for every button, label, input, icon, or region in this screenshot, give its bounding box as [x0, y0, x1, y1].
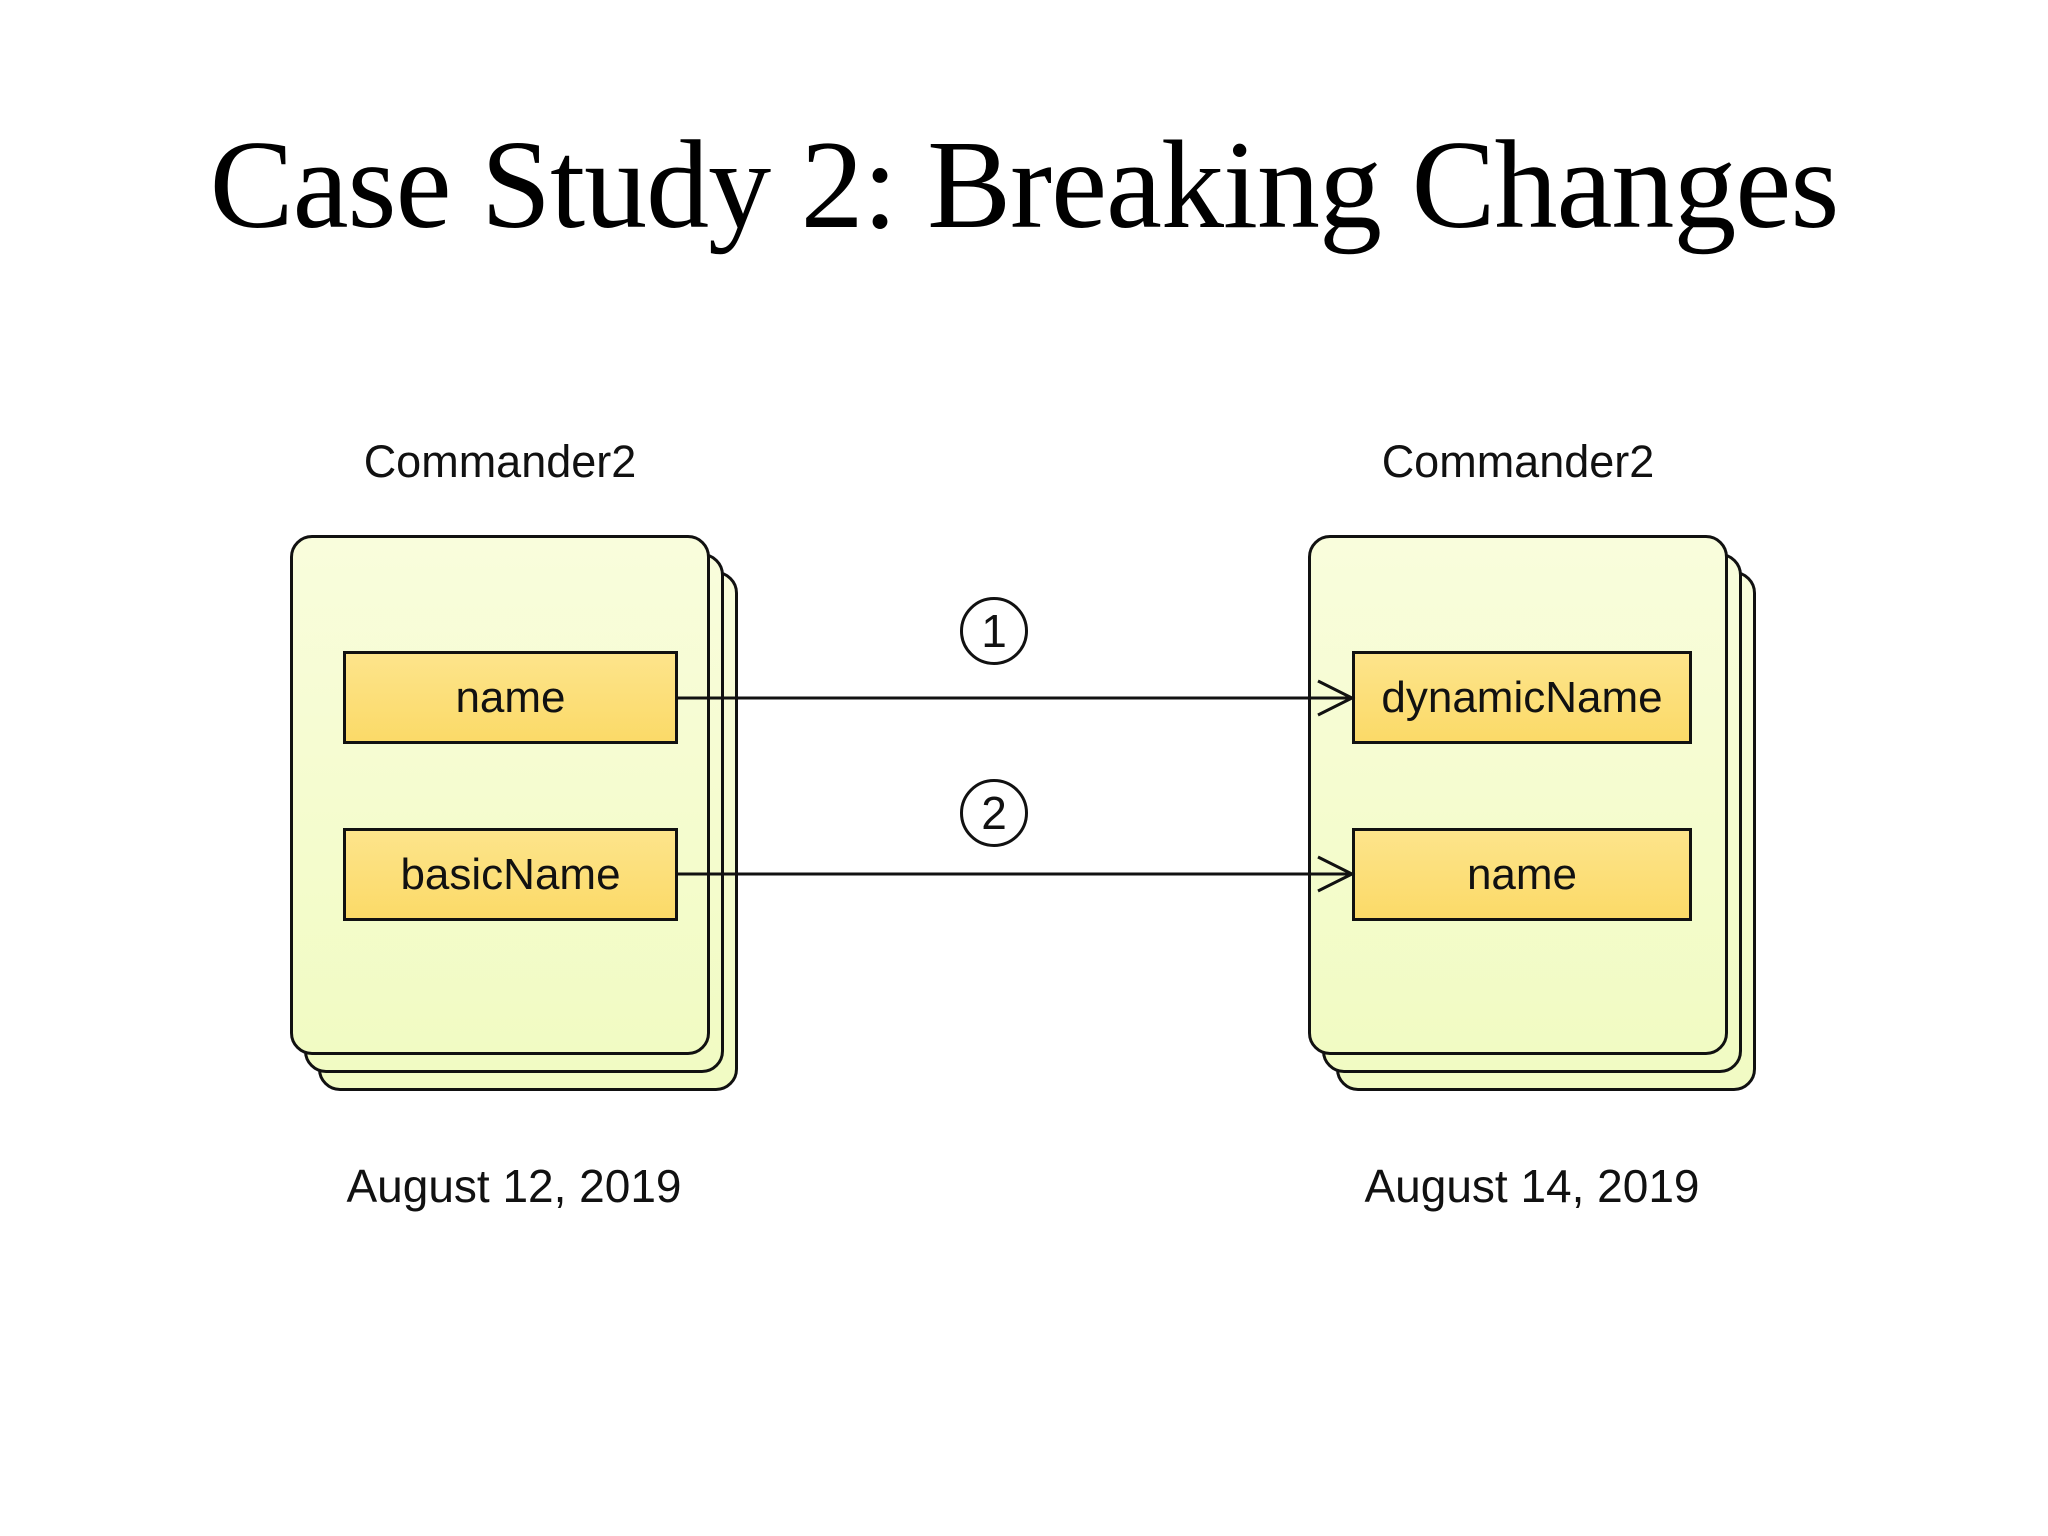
slide-title: Case Study 2: Breaking Changes [209, 116, 1840, 255]
left-field-name-label: name [455, 672, 566, 722]
arrow-1-number-badge: 1 [960, 597, 1028, 665]
left-field-basicname: basicName [343, 828, 678, 921]
right-class-name-label: Commander2 [1381, 436, 1655, 487]
arrow-2-number-badge: 2 [960, 779, 1028, 847]
right-field-dynamicname: dynamicName [1352, 651, 1692, 744]
arrow-2-number: 2 [981, 787, 1007, 839]
left-card [290, 535, 710, 1055]
left-date: August 12, 2019 [346, 1160, 682, 1212]
right-field-name: name [1352, 828, 1692, 921]
right-field-name-label: name [1466, 849, 1578, 899]
left-field-name: name [343, 651, 678, 744]
right-date: August 14, 2019 [1364, 1160, 1700, 1212]
right-field-dynamicname-label: dynamicName [1381, 672, 1663, 722]
left-class-name-label: Commander2 [363, 436, 637, 487]
arrow-1-number: 1 [981, 605, 1007, 657]
right-card [1308, 535, 1728, 1055]
left-field-basicname-label: basicName [400, 849, 621, 899]
